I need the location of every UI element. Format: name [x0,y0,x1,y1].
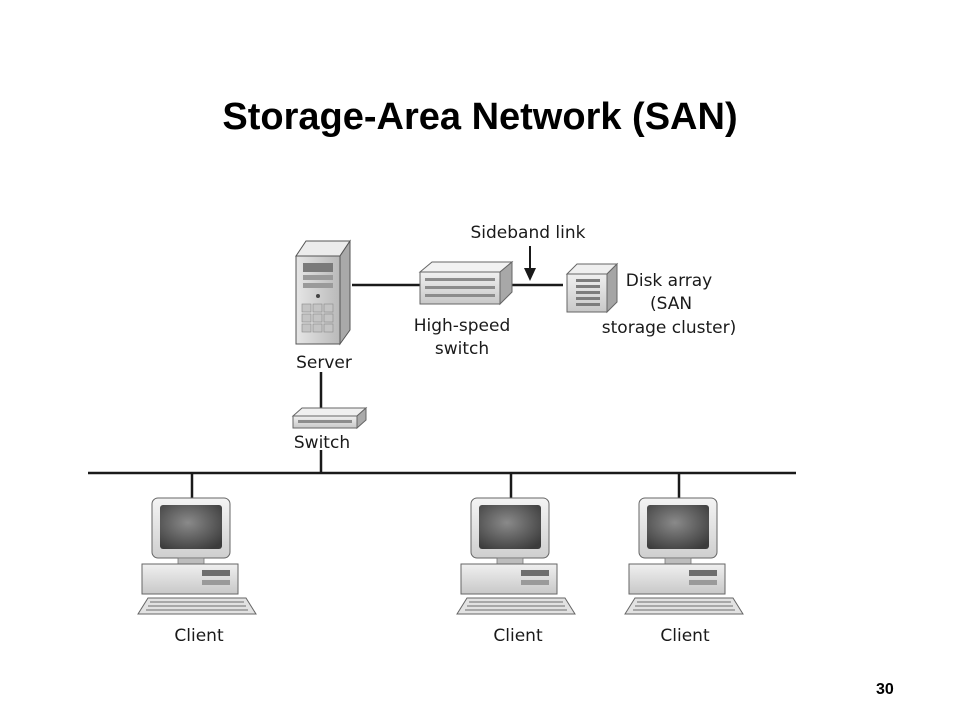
client-computer-icon [137,497,257,615]
page-number: 30 [876,681,894,698]
server-icon [295,239,351,346]
disk-array-label: (SAN [650,294,692,314]
switch-label: Switch [294,433,350,453]
server-label: Server [296,353,352,373]
disk-array-label: storage cluster) [602,318,736,338]
high-speed-switch-label: switch [435,339,489,359]
switch-icon [291,406,368,430]
sideband-arrow-icon [524,246,536,281]
client-label: Client [174,626,224,646]
disk-array-label: Disk array [626,271,713,291]
disk-array-icon [565,262,619,314]
client-label: Client [493,626,543,646]
high-speed-switch-icon [418,260,514,306]
client-label: Client [660,626,710,646]
client-computer-icon [456,497,576,615]
client-computer-icon [624,497,744,615]
sideband-link-label: Sideband link [470,223,585,243]
slide-title: Storage-Area Network (SAN) [222,96,738,138]
high-speed-switch-label: High-speed [414,316,511,336]
